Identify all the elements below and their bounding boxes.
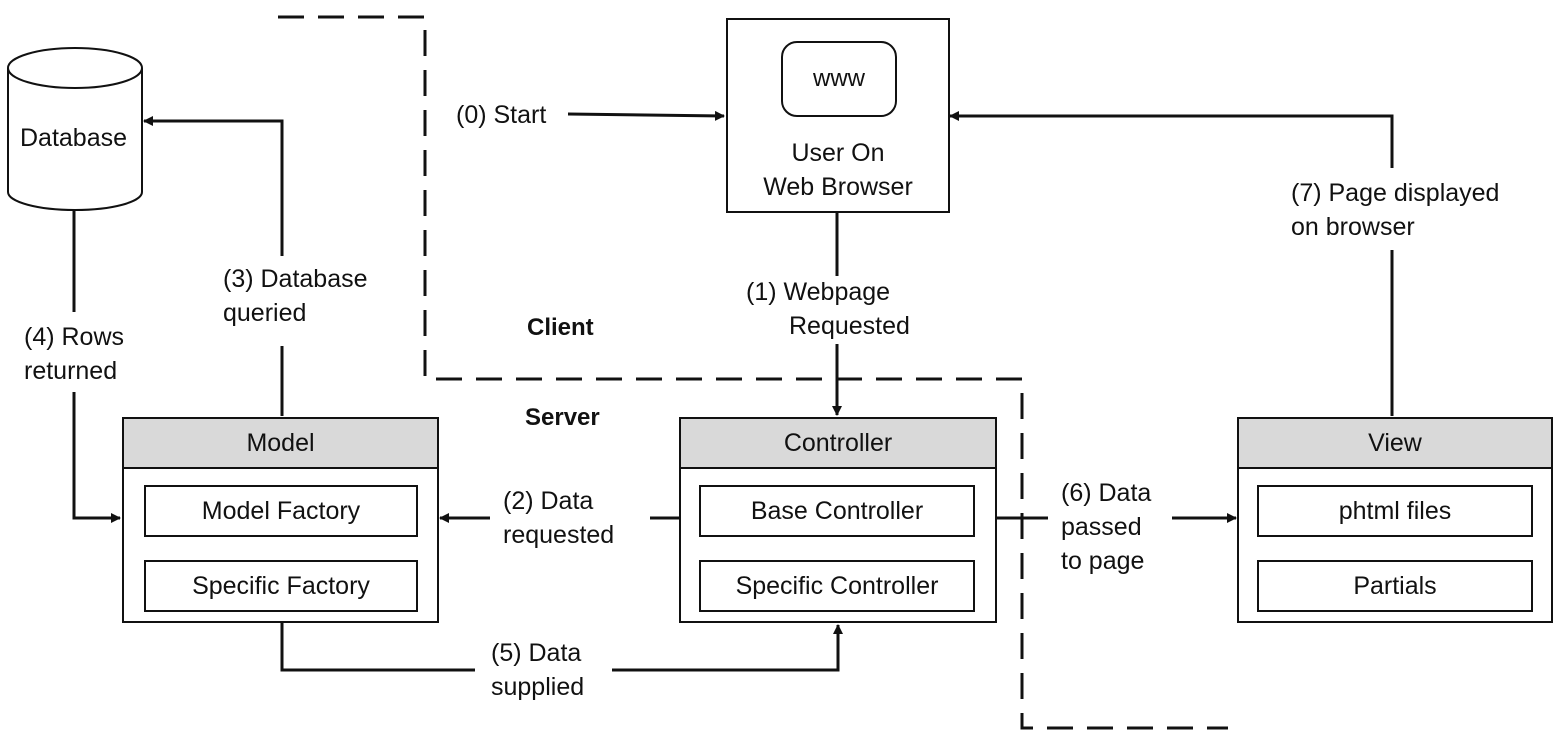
- step-1-label-line2: Requested: [789, 312, 910, 340]
- arrow-rows-returned: [72, 210, 120, 518]
- browser-label-line1: User On: [791, 139, 885, 167]
- phtml-files-box: phtml files: [1257, 485, 1533, 537]
- step-3-label-line2: queried: [223, 299, 307, 327]
- model-factory-box: Model Factory: [144, 485, 418, 537]
- step-5-label-line2: supplied: [491, 673, 585, 701]
- model-box: Model Model Factory Specific Factory: [122, 417, 439, 623]
- server-region-label: Server: [525, 404, 600, 431]
- step-7-label-line1: (7) Page displayed: [1291, 179, 1500, 207]
- database-label: Database: [20, 124, 128, 152]
- step-1-label-line1: (1) Webpage: [746, 278, 891, 306]
- step-6-label-line1: (6) Data: [1061, 479, 1152, 507]
- controller-title: Controller: [681, 419, 995, 469]
- specific-controller-box: Specific Controller: [699, 560, 975, 612]
- step-6-label-line3: to page: [1061, 547, 1145, 575]
- view-box: View phtml files Partials: [1237, 417, 1553, 623]
- step-0-label: (0) Start: [456, 101, 547, 129]
- step-3-label-line1: (3) Database: [223, 265, 368, 293]
- www-icon: www: [781, 41, 897, 117]
- client-server-boundary: [278, 15, 1228, 730]
- step-4-label-line2: returned: [24, 357, 118, 385]
- arrow-start: [567, 110, 725, 121]
- arrow-data-supplied: [280, 623, 838, 672]
- model-title: Model: [124, 419, 437, 469]
- database-cylinder: [7, 47, 143, 211]
- specific-factory-box: Specific Factory: [144, 560, 418, 612]
- step-5-label-line1: (5) Data: [491, 639, 582, 667]
- base-controller-box: Base Controller: [699, 485, 975, 537]
- browser-label-line2: Web Browser: [763, 173, 913, 201]
- step-2-label-line2: requested: [503, 521, 615, 549]
- arrow-page-displayed: [950, 116, 1394, 416]
- controller-box: Controller Base Controller Specific Cont…: [679, 417, 997, 623]
- client-region-label: Client: [527, 314, 594, 341]
- arrow-database-queried: [144, 121, 284, 416]
- step-4-label-line1: (4) Rows: [24, 323, 125, 351]
- partials-box: Partials: [1257, 560, 1533, 612]
- view-title: View: [1239, 419, 1551, 469]
- step-7-label-line2: on browser: [1291, 213, 1415, 241]
- browser-box: www User On Web Browser: [726, 18, 950, 213]
- step-2-label-line1: (2) Data: [503, 487, 594, 515]
- step-6-label-line2: passed: [1061, 513, 1142, 541]
